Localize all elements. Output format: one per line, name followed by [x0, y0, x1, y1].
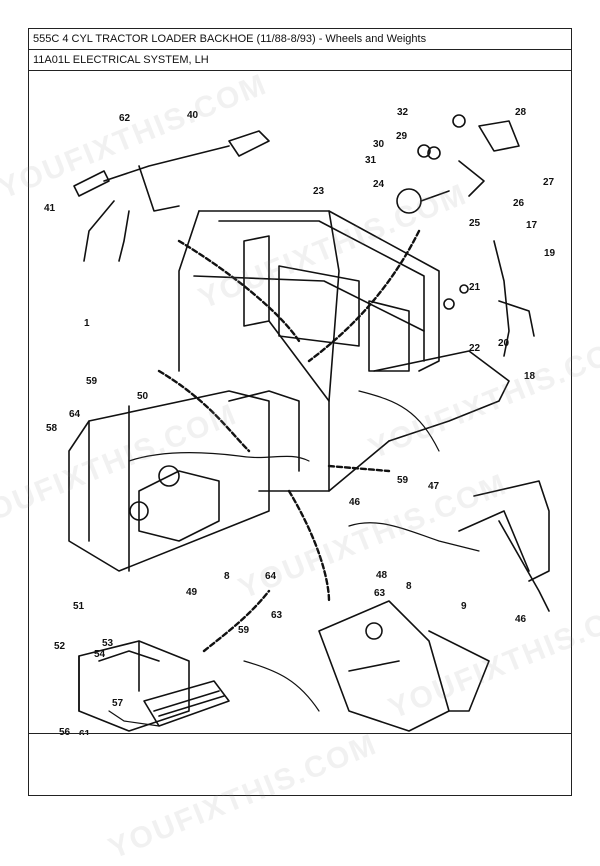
callout-label: 32	[397, 107, 409, 118]
page-title: 555C 4 CYL TRACTOR LOADER BACKHOE (11/88…	[29, 29, 571, 50]
callout-label: 59	[397, 475, 409, 486]
callout-label: 41	[44, 203, 56, 214]
wiring-harness	[108, 390, 480, 727]
callout-label: 40	[187, 110, 199, 121]
callout-label: 56	[59, 727, 71, 735]
callout-label: 47	[428, 481, 440, 492]
steering-switch-assembly	[73, 130, 270, 262]
callout-label: 63	[271, 610, 283, 621]
callout-label: 9	[461, 601, 467, 612]
callout-label: 29	[396, 131, 408, 142]
callout-label: 8	[406, 581, 412, 592]
electrical-system-illustration: 62 40 41 1 32 28 29 30 31 27 24 23 26 25…	[44, 107, 556, 735]
callout-label: 49	[186, 587, 198, 598]
callout-label: 62	[119, 113, 131, 124]
lamp-harness	[443, 240, 535, 357]
callout-label: 24	[373, 179, 385, 190]
callout-label: 50	[137, 391, 149, 402]
callout-label: 26	[513, 198, 525, 209]
callout-label: 57	[112, 698, 124, 709]
cab-frame	[178, 210, 510, 492]
callout-label: 59	[86, 376, 98, 387]
callout-label: 1	[84, 318, 90, 329]
callout-label: 30	[373, 139, 385, 150]
callout-label: 31	[365, 155, 377, 166]
callout-label: 17	[526, 220, 538, 231]
callout-label: 28	[515, 107, 527, 118]
section-subtitle: 11A01L ELECTRICAL SYSTEM, LH	[29, 50, 571, 71]
fender-assembly	[458, 480, 550, 612]
callout-label: 23	[313, 186, 325, 197]
callout-labels: 62 40 41 1 32 28 29 30 31 27 24 23 26 25…	[44, 107, 556, 735]
callout-label: 46	[349, 497, 361, 508]
callout-label: 20	[498, 338, 510, 349]
callout-label: 18	[524, 371, 536, 382]
callout-label: 48	[376, 570, 388, 581]
callout-label: 27	[543, 177, 555, 188]
notes-area	[29, 733, 571, 796]
backhoe-control-console	[318, 600, 490, 732]
callout-label: 19	[544, 248, 556, 259]
callout-label: 54	[94, 649, 106, 660]
ignition-switch-assembly	[396, 114, 520, 214]
callout-label: 63	[374, 588, 386, 599]
parts-diagram-page: 555C 4 CYL TRACTOR LOADER BACKHOE (11/88…	[28, 28, 572, 796]
callout-label: 64	[69, 409, 81, 420]
callout-label: 8	[224, 571, 230, 582]
callout-label: 61	[79, 729, 91, 735]
callout-label: 51	[73, 601, 85, 612]
routing-arrows	[157, 229, 421, 653]
callout-label: 46	[515, 614, 527, 625]
callout-label: 64	[265, 571, 277, 582]
callout-label: 21	[469, 282, 481, 293]
chassis-body	[68, 390, 300, 572]
callout-label: 59	[238, 625, 250, 636]
callout-label: 58	[46, 423, 58, 434]
callout-label: 53	[102, 638, 114, 649]
callout-label: 25	[469, 218, 481, 229]
callout-label: 22	[469, 343, 481, 354]
battery-assembly	[78, 640, 230, 732]
callout-label: 52	[54, 641, 66, 652]
